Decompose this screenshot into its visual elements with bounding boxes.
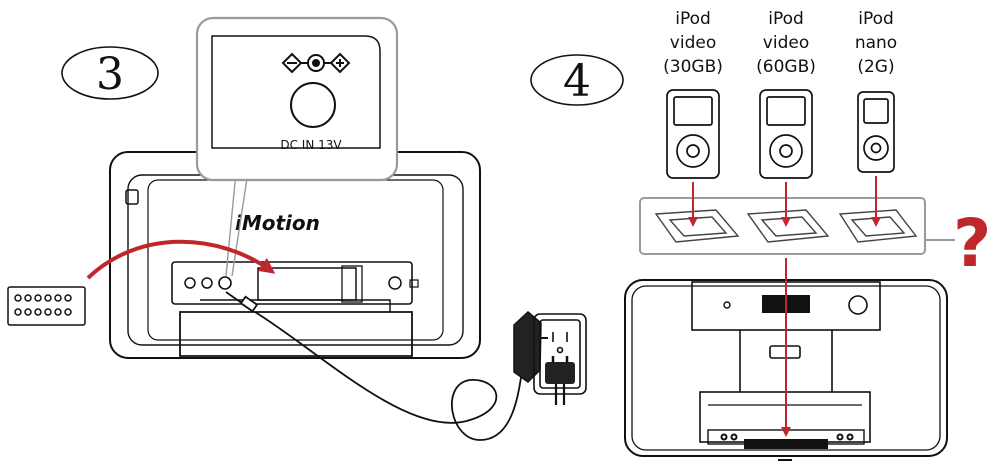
adapter-arrows bbox=[688, 176, 881, 227]
ipod-label-3: iPod nano (2G) bbox=[855, 9, 897, 77]
step-3-badge: 3 bbox=[61, 46, 159, 100]
question-mark: ? bbox=[953, 205, 989, 282]
ipod-1-line-1: iPod bbox=[675, 9, 711, 29]
ipod-1-line-3: (30GB) bbox=[663, 57, 723, 77]
remote-insert-arrow bbox=[86, 239, 276, 280]
step-4-number: 4 bbox=[563, 56, 591, 107]
wall-outlet-icon bbox=[533, 313, 587, 395]
step-4-panel: 4 iPod video (30GB) iPod video (60GB) iP… bbox=[530, 9, 989, 461]
dc-polarity-icon bbox=[281, 52, 351, 74]
ac-adapter-icon bbox=[513, 310, 548, 383]
ipod-label-1: iPod video (30GB) bbox=[663, 9, 723, 77]
ipod-2-line-2: video bbox=[763, 33, 809, 53]
callout-lines bbox=[225, 171, 249, 277]
speaker-back-unit bbox=[109, 151, 481, 359]
dc-in-label: DC IN 13V bbox=[280, 138, 342, 152]
ipod-nano-2g bbox=[857, 91, 895, 173]
ipod-2-line-1: iPod bbox=[768, 9, 804, 29]
ipod-1-line-2: video bbox=[670, 33, 716, 53]
ipod-3-line-1: iPod bbox=[858, 9, 894, 29]
ipod-3-line-3: (2G) bbox=[857, 57, 894, 77]
brand-logo: iMotion bbox=[235, 211, 320, 235]
ipod-label-2: iPod video (60GB) bbox=[756, 9, 816, 77]
step-3-panel: 3 iMotion bbox=[7, 16, 587, 441]
remote-control bbox=[7, 286, 86, 326]
power-jack-icon bbox=[290, 82, 336, 128]
ipod-3-line-2: nano bbox=[855, 33, 897, 53]
ipod-video-30gb bbox=[666, 89, 720, 179]
dc-jack-port bbox=[218, 276, 232, 290]
ipod-video-60gb bbox=[759, 89, 813, 179]
power-cable bbox=[225, 291, 526, 441]
dock-adapters bbox=[639, 197, 926, 255]
step-3-number: 3 bbox=[96, 49, 124, 100]
ipod-2-line-3: (60GB) bbox=[756, 57, 816, 77]
power-plug-icon bbox=[545, 356, 575, 405]
dc-in-callout: DC IN 13V bbox=[195, 16, 399, 182]
step-4-badge: 4 bbox=[530, 54, 624, 107]
